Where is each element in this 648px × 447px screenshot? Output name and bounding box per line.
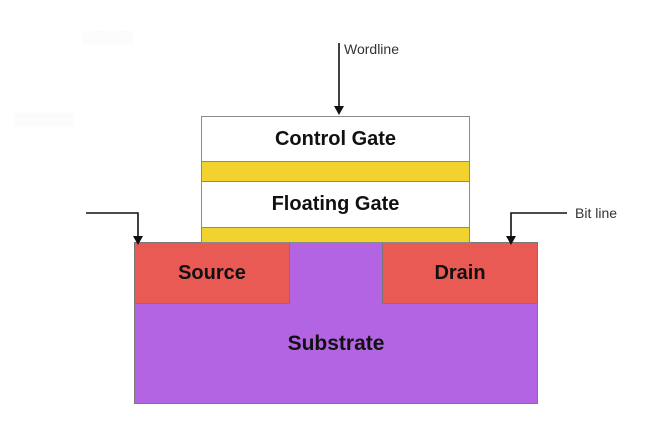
faint-background-mark: ▒▒▒▒▒▒▒	[14, 112, 74, 126]
floating-gate-label: Floating Gate	[271, 193, 400, 215]
substrate-label: Substrate	[287, 332, 385, 355]
drain-region: Drain	[382, 242, 538, 304]
floating-gate-block: Floating Gate	[201, 181, 470, 228]
control-gate-label: Control Gate	[274, 127, 397, 150]
bit-line-wire	[510, 212, 567, 240]
wordline-label: Wordline	[344, 41, 399, 57]
bit-line-label: Bit line	[575, 205, 618, 221]
source-label: Source	[178, 261, 246, 284]
faint-background-mark: ▒▒▒▒▒▒	[82, 30, 134, 44]
drain-label: Drain	[434, 261, 486, 284]
control-gate-block: Control Gate	[201, 116, 470, 162]
source-wire	[86, 212, 139, 240]
